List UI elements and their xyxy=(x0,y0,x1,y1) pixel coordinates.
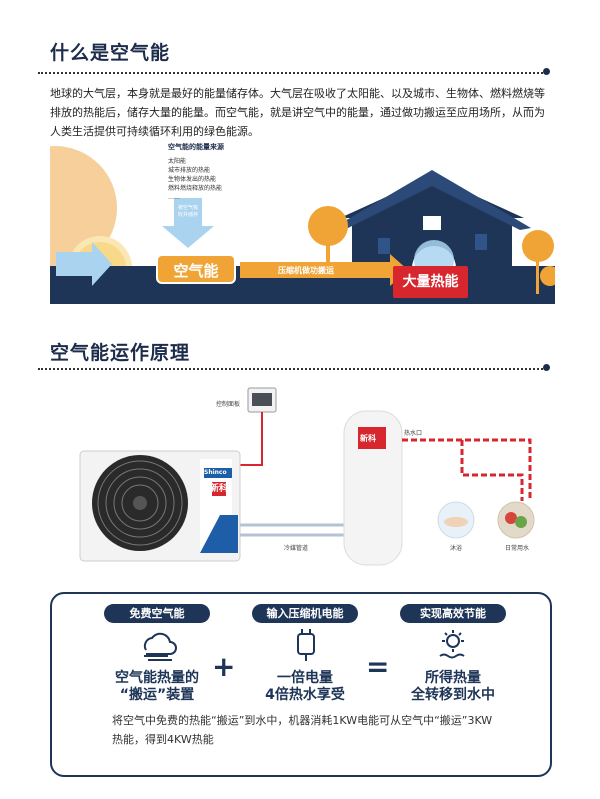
benefit-caption-line: 全转移到水中 xyxy=(411,687,495,703)
footnote: 将空气中免费的热能“搬运”到水中，机器消耗1KW电能可从空气中“搬运”3KW热能… xyxy=(112,714,493,746)
air-energy-badge: 空气能 xyxy=(156,254,236,284)
air-cloud-icon xyxy=(143,632,177,661)
benefit-caption: 一倍电量 4倍热水享受 xyxy=(248,670,362,704)
transfer-label: 压缩机做功搬运 xyxy=(278,266,334,275)
shower-label: 沐浴 xyxy=(450,545,463,552)
title-divider xyxy=(38,368,543,370)
illustration-art xyxy=(0,146,560,304)
source-item: …… xyxy=(168,194,180,201)
benefits-panel: 免费空气能 输入压缩机电能 实现高效节能 空气能热量的 “搬运”装置 一倍电量 … xyxy=(50,592,552,777)
source-item: 城市排放的热能 xyxy=(168,167,211,174)
result-badge: 大量热能 xyxy=(393,266,468,298)
down-arrow xyxy=(162,198,214,248)
benefit-caption-line: 4倍热水享受 xyxy=(265,687,345,703)
divider-dot xyxy=(543,68,550,75)
sources-list: 太阳能 城市排放的热能 生物体发出的热能 燃料燃烧释放的热能 …… xyxy=(168,157,222,202)
refrigerant-pipe-label: 冷媒管道 xyxy=(284,545,309,552)
tree-right xyxy=(522,230,554,262)
equals-sign: = xyxy=(366,650,390,683)
benefit-caption: 所得热量 全转移到水中 xyxy=(396,670,510,704)
tree-left xyxy=(308,206,348,246)
store-note: 被空气吸收并储存 xyxy=(178,205,199,218)
plus-sign: + xyxy=(212,650,236,683)
tank-brand: 新科 xyxy=(360,434,376,443)
hot-water-outlet-label: 热水口 xyxy=(404,430,423,437)
benefit-tag-free-air: 免费空气能 xyxy=(104,604,210,623)
benefit-tag-efficiency: 实现高效节能 xyxy=(400,604,506,623)
air-energy-illustration: 空气能的能量来源 太阳能 城市排放的热能 生物体发出的热能 燃料燃烧释放的热能 … xyxy=(0,138,560,304)
title-divider xyxy=(38,72,543,74)
daily-water-label: 日常用水 xyxy=(505,545,530,552)
benefit-caption: 空气能热量的 “搬运”装置 xyxy=(100,670,214,704)
source-item: 燃料燃烧释放的热能 xyxy=(168,185,223,192)
plug-icon xyxy=(297,629,315,661)
diagram-art xyxy=(79,387,535,566)
control-panel-label: 控制面板 xyxy=(216,401,241,408)
intro-paragraph: 地球的大气层，本身就是最好的能量储存体。大气层在吸收了太阳能、以及城市、生物体、… xyxy=(50,87,545,138)
brand-logo-en: Shinco xyxy=(204,469,227,476)
system-diagram: 控制面板 热水口 冷媒管道 沐浴 日常用水 Shinco 新科 新科 xyxy=(70,385,560,585)
section-title-working-principle: 空气能运作原理 xyxy=(50,342,191,364)
divider-dot xyxy=(543,364,550,371)
brand-logo-cn: 新科 xyxy=(210,484,229,494)
sources-title: 空气能的能量来源 xyxy=(168,143,224,151)
water-tank xyxy=(343,410,403,566)
source-item: 太阳能 xyxy=(168,158,187,165)
input-arrow xyxy=(56,242,112,286)
benefit-caption-line: 空气能热量的 xyxy=(115,670,199,686)
sun-water-icon xyxy=(439,630,465,659)
benefit-caption-line: 所得热量 xyxy=(425,670,481,686)
benefit-caption-line: “搬运”装置 xyxy=(119,687,195,703)
source-item: 生物体发出的热能 xyxy=(168,176,217,183)
benefit-caption-line: 一倍电量 xyxy=(277,670,333,686)
transfer-arrow xyxy=(240,254,408,286)
section-title-what-is-air-energy: 什么是空气能 xyxy=(50,42,171,64)
benefit-tag-compressor: 输入压缩机电能 xyxy=(252,604,358,623)
